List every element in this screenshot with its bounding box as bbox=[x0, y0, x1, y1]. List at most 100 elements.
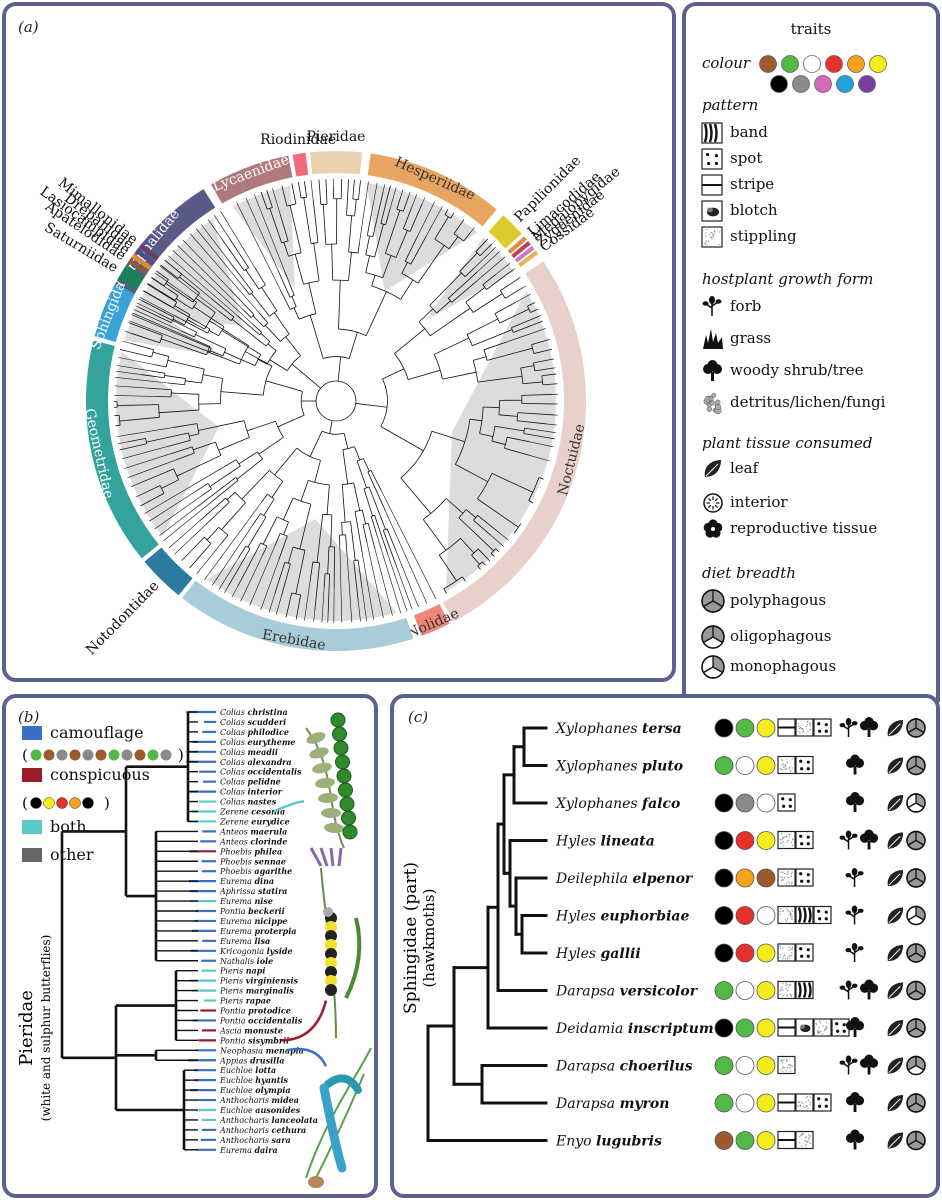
tree-tip bbox=[159, 265, 219, 312]
species-label: Hyles euphorbiae bbox=[555, 909, 689, 925]
cons-dot bbox=[69, 797, 81, 809]
trait-colour-dot bbox=[756, 868, 776, 888]
tree-branch bbox=[271, 480, 284, 498]
panel-a-label: (a) bbox=[18, 18, 39, 36]
tree-branch bbox=[479, 433, 494, 438]
tree-tip bbox=[396, 567, 413, 610]
tree-branch bbox=[465, 287, 486, 303]
tree-branch bbox=[384, 209, 401, 254]
tree-branch bbox=[273, 312, 290, 335]
taxon-label: Anthocharis sara bbox=[219, 1135, 291, 1145]
tree-arc bbox=[204, 312, 216, 330]
tree-branch bbox=[374, 515, 389, 555]
tree-tip bbox=[115, 370, 142, 375]
taxon-label: Colias interior bbox=[220, 787, 283, 797]
tree-branch bbox=[460, 538, 475, 554]
leaf-icon bbox=[704, 460, 721, 477]
taxon-label: Colias scudderi bbox=[220, 717, 286, 727]
cons-dot bbox=[82, 797, 94, 809]
monophagous-icon-wrap bbox=[701, 655, 725, 679]
tree-tip bbox=[139, 296, 174, 316]
clade-shade bbox=[366, 183, 478, 292]
tree-tip bbox=[371, 182, 378, 214]
tree-branch bbox=[160, 264, 179, 279]
stippling-pattern-icon bbox=[777, 943, 796, 962]
tree-branch bbox=[353, 482, 361, 511]
tree-arc bbox=[483, 349, 488, 361]
legend-polyphagous-label: polyphagous bbox=[730, 591, 827, 609]
taxon-label: Eurema nicippe bbox=[219, 916, 288, 926]
tree-branch bbox=[160, 291, 176, 301]
tree-tip bbox=[196, 543, 222, 575]
tree-branch bbox=[295, 594, 302, 620]
tree-branch bbox=[477, 498, 519, 528]
tree-branch bbox=[281, 563, 291, 596]
spot-pattern-icon bbox=[795, 755, 814, 775]
stippling-pattern-icon bbox=[795, 718, 814, 737]
colour-swatch bbox=[869, 55, 887, 73]
tree-branch bbox=[303, 181, 308, 198]
tree-tip bbox=[359, 181, 369, 243]
tree-branch bbox=[289, 205, 302, 253]
tree-arc bbox=[338, 328, 367, 336]
tree-branch bbox=[164, 375, 186, 379]
tree-branch bbox=[183, 341, 210, 353]
family-band-sphingidae bbox=[94, 283, 135, 342]
camo-dot bbox=[82, 749, 94, 761]
tree-branch bbox=[266, 189, 273, 208]
tree-arc bbox=[276, 516, 289, 523]
tree-branch bbox=[450, 212, 455, 219]
tree-branch bbox=[348, 332, 358, 359]
tree-branch bbox=[363, 488, 373, 517]
tree-branch bbox=[143, 290, 174, 309]
camo-dot bbox=[30, 749, 42, 761]
polyphagous-icon bbox=[906, 830, 926, 851]
tree-branch bbox=[417, 245, 445, 284]
polyphagous-icon bbox=[701, 589, 725, 613]
tree-branch bbox=[169, 330, 212, 349]
connector bbox=[273, 800, 305, 813]
trait-colour-dot bbox=[756, 1131, 776, 1150]
camo-dot bbox=[134, 749, 146, 761]
legend-label: both bbox=[50, 817, 87, 836]
tree-tip bbox=[387, 554, 408, 612]
tree-tip bbox=[400, 189, 404, 197]
tree-arc bbox=[303, 280, 320, 285]
tree-branch bbox=[165, 282, 194, 303]
tree-branch bbox=[314, 460, 321, 483]
trait-colour-dot bbox=[756, 756, 776, 775]
leaf-icon bbox=[887, 1094, 904, 1112]
band-pattern-icon bbox=[795, 905, 814, 925]
band-pattern-icon bbox=[701, 122, 723, 144]
tree-arc bbox=[531, 344, 535, 354]
tree-branch bbox=[465, 509, 477, 518]
taxon-label: Eurema dina bbox=[219, 876, 274, 886]
tree-tip bbox=[172, 250, 253, 325]
colour-swatch bbox=[781, 55, 799, 73]
tree-tip bbox=[470, 227, 475, 233]
tree-branch bbox=[193, 441, 216, 451]
tree-branch bbox=[530, 308, 539, 313]
colour-swatches bbox=[759, 55, 887, 93]
leaf-icon bbox=[887, 757, 904, 774]
tree-branch bbox=[295, 550, 306, 595]
camo-dot bbox=[56, 749, 68, 761]
tree-branch bbox=[210, 350, 223, 357]
trait-colour-dot bbox=[756, 1018, 776, 1038]
tree-branch bbox=[386, 528, 397, 552]
spot-pattern-icon bbox=[795, 830, 814, 850]
tree-tip bbox=[128, 320, 184, 343]
tree-branch bbox=[533, 358, 555, 364]
tree-tip bbox=[376, 535, 402, 614]
taxon-label: Pieris virginiensis bbox=[219, 976, 299, 986]
tree-icon bbox=[860, 979, 879, 1000]
tree-branch bbox=[140, 492, 165, 507]
legend-leaf-label: leaf bbox=[730, 459, 759, 477]
tree-branch bbox=[131, 332, 160, 344]
tree-branch bbox=[451, 280, 478, 303]
tree-branch bbox=[429, 307, 471, 337]
tree-branch bbox=[327, 546, 330, 574]
family-band-noctuidae bbox=[443, 261, 587, 622]
tree-branch bbox=[475, 238, 489, 252]
tree-branch bbox=[340, 179, 343, 199]
